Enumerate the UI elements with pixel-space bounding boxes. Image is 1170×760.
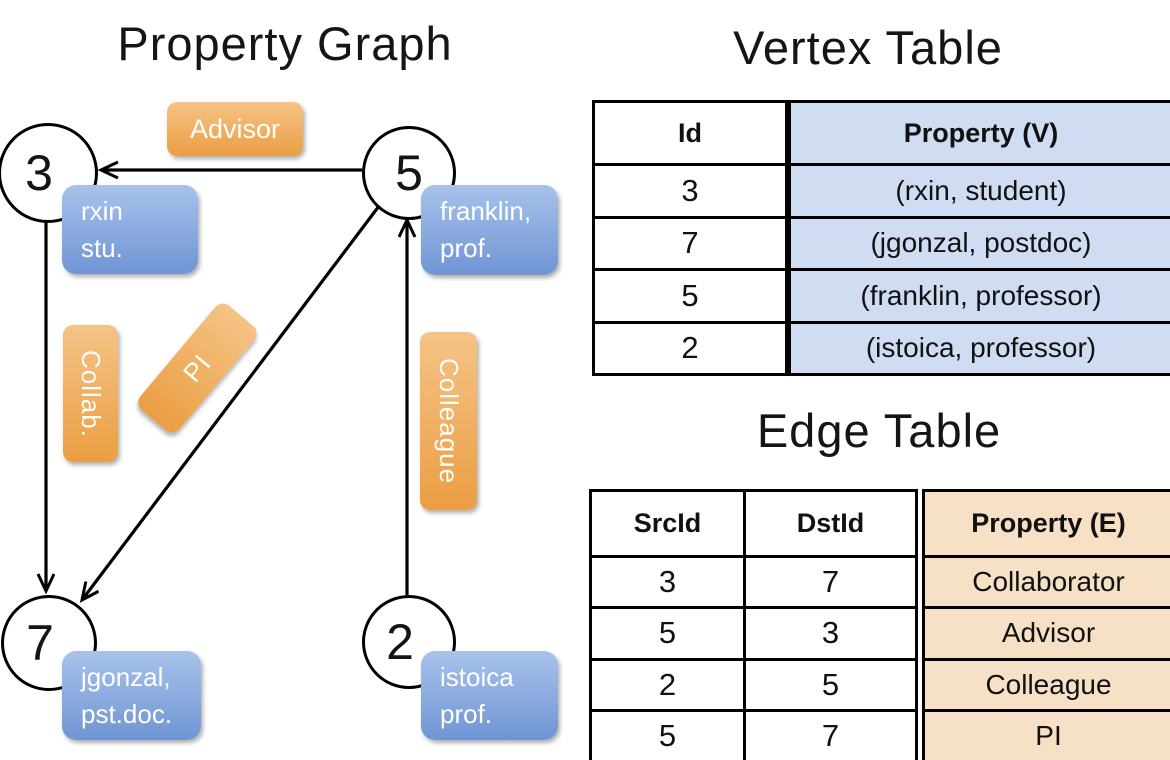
edge-row-srcid: 5 xyxy=(592,609,743,658)
graph-edges xyxy=(0,0,585,760)
vertex-row-property: (jgonzal, postdoc) xyxy=(791,218,1170,268)
edge-row-dstid: 7 xyxy=(746,558,915,607)
node-7-prop-line1: jgonzal, xyxy=(81,661,171,692)
edge-row-property: Colleague xyxy=(925,660,1170,709)
edge-label-advisor: Advisor xyxy=(167,102,303,156)
edge-row-srcid: 5 xyxy=(592,711,743,760)
edge-col-header-property: Property (E) xyxy=(925,492,1170,555)
edge-5-to-7 xyxy=(82,205,381,600)
edge-label-collab-text: Collab. xyxy=(76,349,106,438)
edge-table-title: Edge Table xyxy=(756,404,1002,457)
node-3-id: 3 xyxy=(25,145,53,201)
edge-row-property: Advisor xyxy=(925,609,1170,658)
vertex-row-id: 2 xyxy=(595,323,785,373)
node-2-id: 2 xyxy=(386,614,414,670)
node-2-prop-line1: istoica xyxy=(440,661,514,692)
node-3-prop-line1: rxin xyxy=(81,195,123,226)
node-7-prop-line2: pst.doc. xyxy=(81,698,173,729)
vertex-col-header-property: Property (V) xyxy=(791,103,1170,163)
property-graph-title: Property Graph xyxy=(117,17,453,70)
vertex-table-title: Vertex Table xyxy=(733,21,1003,74)
edge-row-dstid: 5 xyxy=(746,660,915,709)
vertex-row-id: 3 xyxy=(595,166,785,216)
edge-row-property: Collaborator xyxy=(925,558,1170,607)
edge-label-colleague-text: Colleague xyxy=(434,357,464,485)
vertex-row-id: 5 xyxy=(595,271,785,321)
edge-table-property-column: Property (E) Collaborator Advisor Collea… xyxy=(922,489,1170,760)
node-2: 2 xyxy=(362,595,456,689)
node-2-property-pill: istoica prof. xyxy=(421,651,558,740)
edge-row-srcid: 2 xyxy=(592,660,743,709)
node-5-prop-line1: franklin, xyxy=(440,196,532,227)
edge-row-dstid: 3 xyxy=(746,609,915,658)
node-7-property-pill: jgonzal, pst.doc. xyxy=(62,651,201,740)
edge-label-advisor-text: Advisor xyxy=(189,113,281,144)
edge-col-header-srcid: SrcId xyxy=(592,492,743,555)
vertex-table-property-column: Property (V) (rxin, student) (jgonzal, p… xyxy=(788,100,1170,376)
node-5-id: 5 xyxy=(395,145,423,201)
edge-row-srcid: 3 xyxy=(592,558,743,607)
node-7-id: 7 xyxy=(26,615,54,671)
node-3-property-pill: rxin stu. xyxy=(62,185,198,274)
node-5-prop-line2: prof. xyxy=(440,233,493,263)
edge-row-dstid: 7 xyxy=(746,711,915,760)
edge-row-property: PI xyxy=(925,711,1170,760)
edge-label-pi-text: PI xyxy=(177,347,218,388)
vertex-col-header-id: Id xyxy=(595,103,785,163)
vertex-table-id-column: Id 3 7 5 2 xyxy=(592,100,788,376)
node-2-prop-line2: prof. xyxy=(440,698,493,729)
edge-label-collab: Collab. xyxy=(63,325,118,462)
vertex-row-id: 7 xyxy=(595,218,785,268)
edge-table-id-columns: SrcId DstId 3 7 5 3 2 5 5 7 xyxy=(589,489,918,760)
vertex-row-property: (rxin, student) xyxy=(791,166,1170,216)
vertex-row-property: (istoica, professor) xyxy=(791,323,1170,373)
edge-col-header-dstid: DstId xyxy=(746,492,915,555)
node-3-prop-line2: stu. xyxy=(81,232,123,263)
vertex-row-property: (franklin, professor) xyxy=(791,271,1170,321)
node-5-property-pill: franklin, prof. xyxy=(421,185,558,275)
edge-label-colleague: Colleague xyxy=(420,332,477,510)
